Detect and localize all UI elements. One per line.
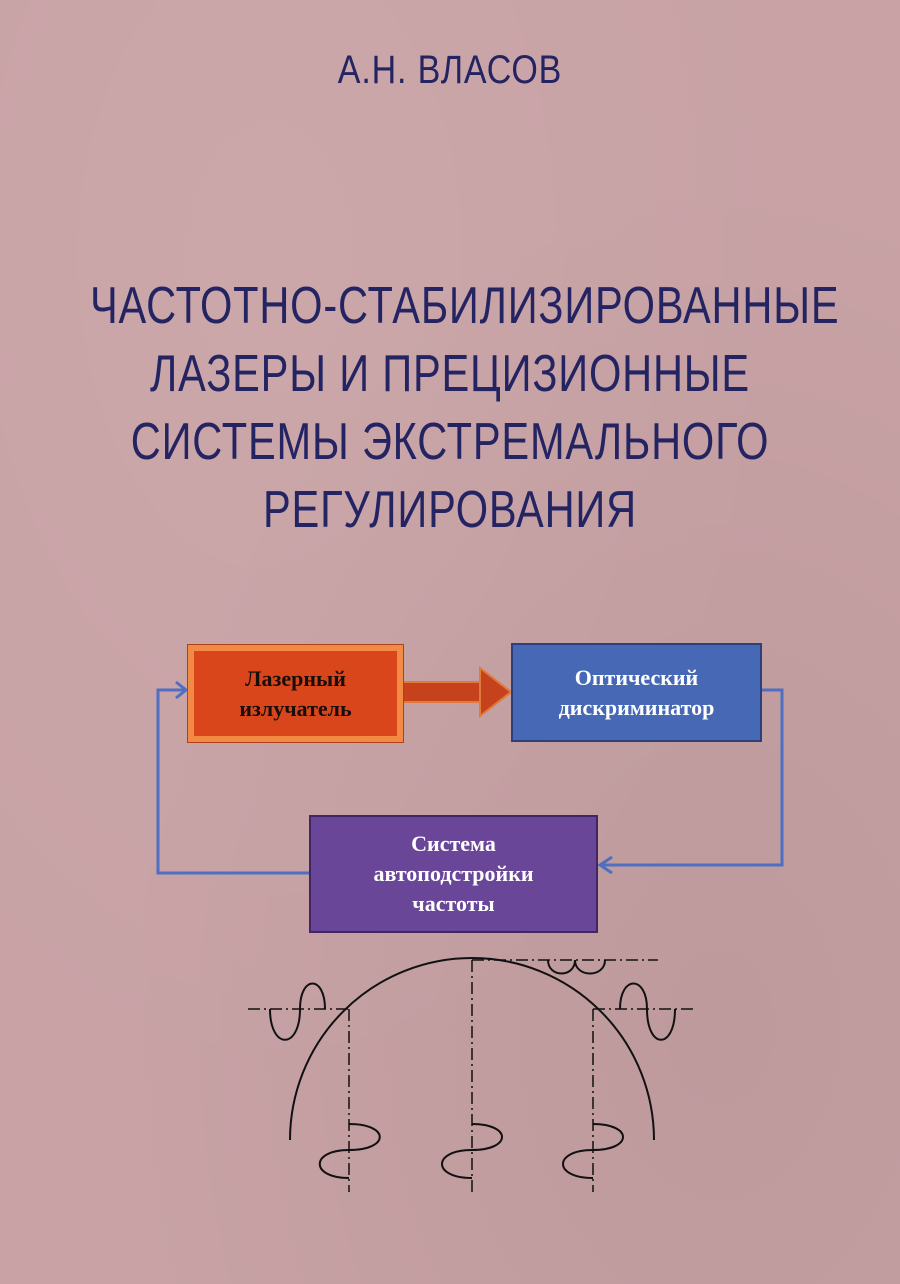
title-line: ЛАЗЕРЫ И ПРЕЦИЗИОННЫЕ <box>150 345 750 403</box>
block-label: частоты <box>412 891 495 916</box>
title-line: СИСТЕМЫ ЭКСТРЕМАЛЬНОГО <box>130 413 770 471</box>
block-label: Оптический <box>574 664 699 690</box>
feedback-loop <box>156 680 784 875</box>
title-line: ЧАСТОТНО-СТАБИЛИЗИРОВАННЫЕ <box>90 277 840 335</box>
title-line: РЕГУЛИРОВАНИЯ <box>263 481 637 539</box>
book-title: ЧАСТОТНО-СТАБИЛИЗИРОВАННЫЕ ЛАЗЕРЫ И ПРЕЦ… <box>0 272 900 544</box>
block-label: Система <box>411 831 496 856</box>
block-label: автоподстройки <box>373 861 534 886</box>
block-label: дискриминатор <box>558 694 715 720</box>
laser-emitter-block: Лазерный излучатель <box>187 644 404 743</box>
block-label: излучатель <box>239 695 352 721</box>
resonance-curve-illustration <box>248 957 695 1192</box>
author: А.Н. ВЛАСОВ <box>337 48 563 92</box>
beam-arrow <box>402 665 513 719</box>
afc-system-block: Система автоподстройки частоты <box>309 815 598 933</box>
block-label: Лазерный <box>245 665 346 691</box>
optical-discriminator-block: Оптический дискриминатор <box>511 643 762 742</box>
